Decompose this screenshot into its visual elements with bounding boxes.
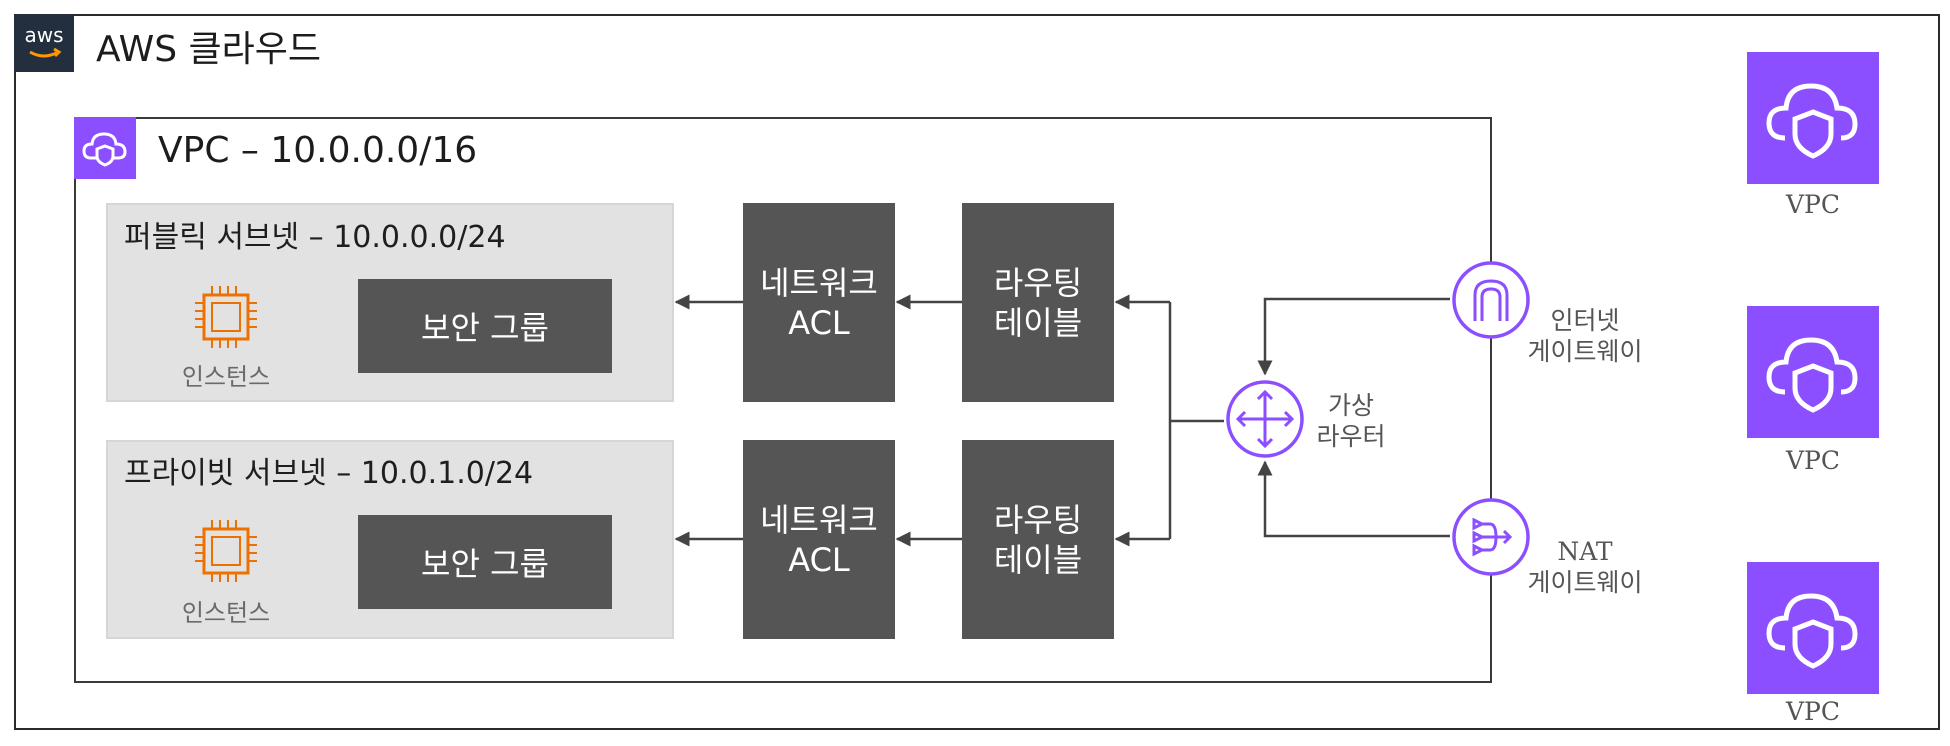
aws-cloud-boundary: [14, 14, 1940, 730]
internet-gateway-label: 인터넷 게이트웨이: [1510, 305, 1660, 367]
nat-gateway-line1: NAT: [1557, 537, 1613, 566]
security-group-box: 보안 그룹: [358, 279, 612, 373]
network-acl-line2: ACL: [788, 540, 850, 579]
cloud-title: AWS 클라우드: [96, 29, 322, 70]
vpc-icon: [1747, 52, 1879, 184]
network-acl-line1: 네트워크: [760, 263, 878, 302]
virtual-router-label: 가상 라우터: [1306, 390, 1396, 452]
vpc-boundary: [74, 117, 1492, 683]
network-acl-line2: ACL: [788, 303, 850, 342]
private-subnet-title: 프라이빗 서브넷 – 10.0.1.0/24: [124, 456, 534, 491]
internet-gateway-line1: 인터넷: [1550, 306, 1620, 335]
network-acl-box: 네트워크 ACL: [743, 203, 895, 402]
vpc-icon: [74, 117, 136, 179]
vpc-icon: [1747, 562, 1879, 694]
virtual-router-line2: 라우터: [1316, 422, 1386, 451]
network-acl-box: 네트워크 ACL: [743, 440, 895, 639]
route-table-box: 라우팅 테이블: [962, 440, 1114, 639]
route-table-box: 라우팅 테이블: [962, 203, 1114, 402]
internet-gateway-icon: [1450, 259, 1532, 341]
route-table-line1: 라우팅: [993, 500, 1083, 539]
virtual-router-icon: [1224, 378, 1306, 460]
instance-label: 인스턴스: [181, 599, 271, 627]
route-table-line2: 테이블: [993, 540, 1083, 579]
network-acl-line1: 네트워크: [760, 500, 878, 539]
nat-gateway-icon: [1450, 496, 1532, 578]
instance-icon: [192, 283, 260, 351]
vpc-title: VPC – 10.0.0.0/16: [158, 130, 478, 171]
route-table-line1: 라우팅: [993, 263, 1083, 302]
route-table-line2: 테이블: [993, 303, 1083, 342]
nat-gateway-line2: 게이트웨이: [1527, 568, 1643, 597]
vpc-label: VPC: [1785, 190, 1840, 219]
virtual-router-line1: 가상: [1327, 391, 1374, 420]
vpc-icon: [1747, 306, 1879, 438]
internet-gateway-line2: 게이트웨이: [1527, 337, 1643, 366]
nat-gateway-label: NAT 게이트웨이: [1510, 536, 1660, 598]
vpc-label: VPC: [1785, 697, 1840, 726]
public-subnet-title: 퍼블릭 서브넷 – 10.0.0.0/24: [124, 220, 506, 255]
aws-logo-icon: aws: [14, 14, 74, 72]
security-group-box: 보안 그룹: [358, 515, 612, 609]
instance-label: 인스턴스: [181, 363, 271, 391]
instance-icon: [192, 517, 260, 585]
vpc-label: VPC: [1785, 446, 1840, 475]
